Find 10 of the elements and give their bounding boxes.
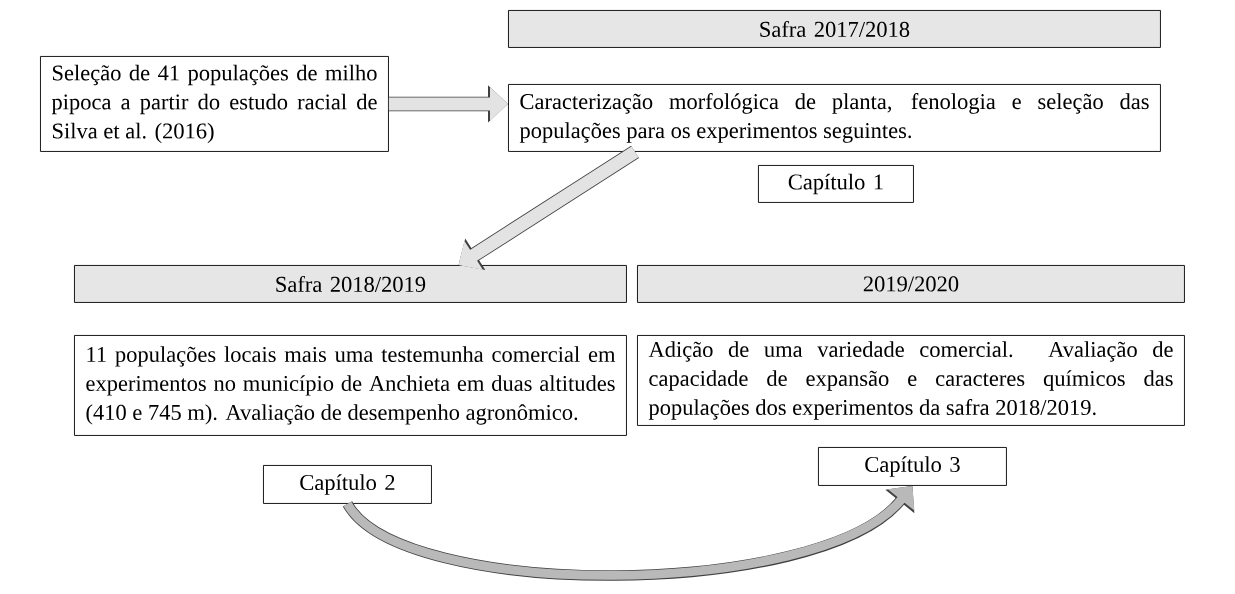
season-header: 2019/2020 [637,265,1185,303]
chapter-box: Capítulo 2 [263,465,432,504]
chapter-box: Capítulo 3 [818,447,1007,486]
season-header: Safra 2018/2019 [74,265,627,303]
season-header: Safra 2017/2018 [508,10,1161,48]
text-box: Caracterização morfológica de planta, fenologia e seleção das populações para os experimentos seguintes. [508,84,1161,152]
text-box: 11 populações locais mais uma testemunha comercial em experimentos no município de Anchieta em duas altitudes (410 e 745 m). Avaliação de desempenho agronômico. [74,335,627,436]
chapter-box: Capítulo 1 [758,165,914,203]
text-box: Seleção de 41 populações de milho pipoca a partir do estudo racial de Silva et al. (2016) [40,56,389,152]
text-box: Adição de uma variedade comercial. Avaliação de capacidade de expansão e caracteres químicos das populações dos experimentos da safra 2018/2019. [637,335,1185,426]
